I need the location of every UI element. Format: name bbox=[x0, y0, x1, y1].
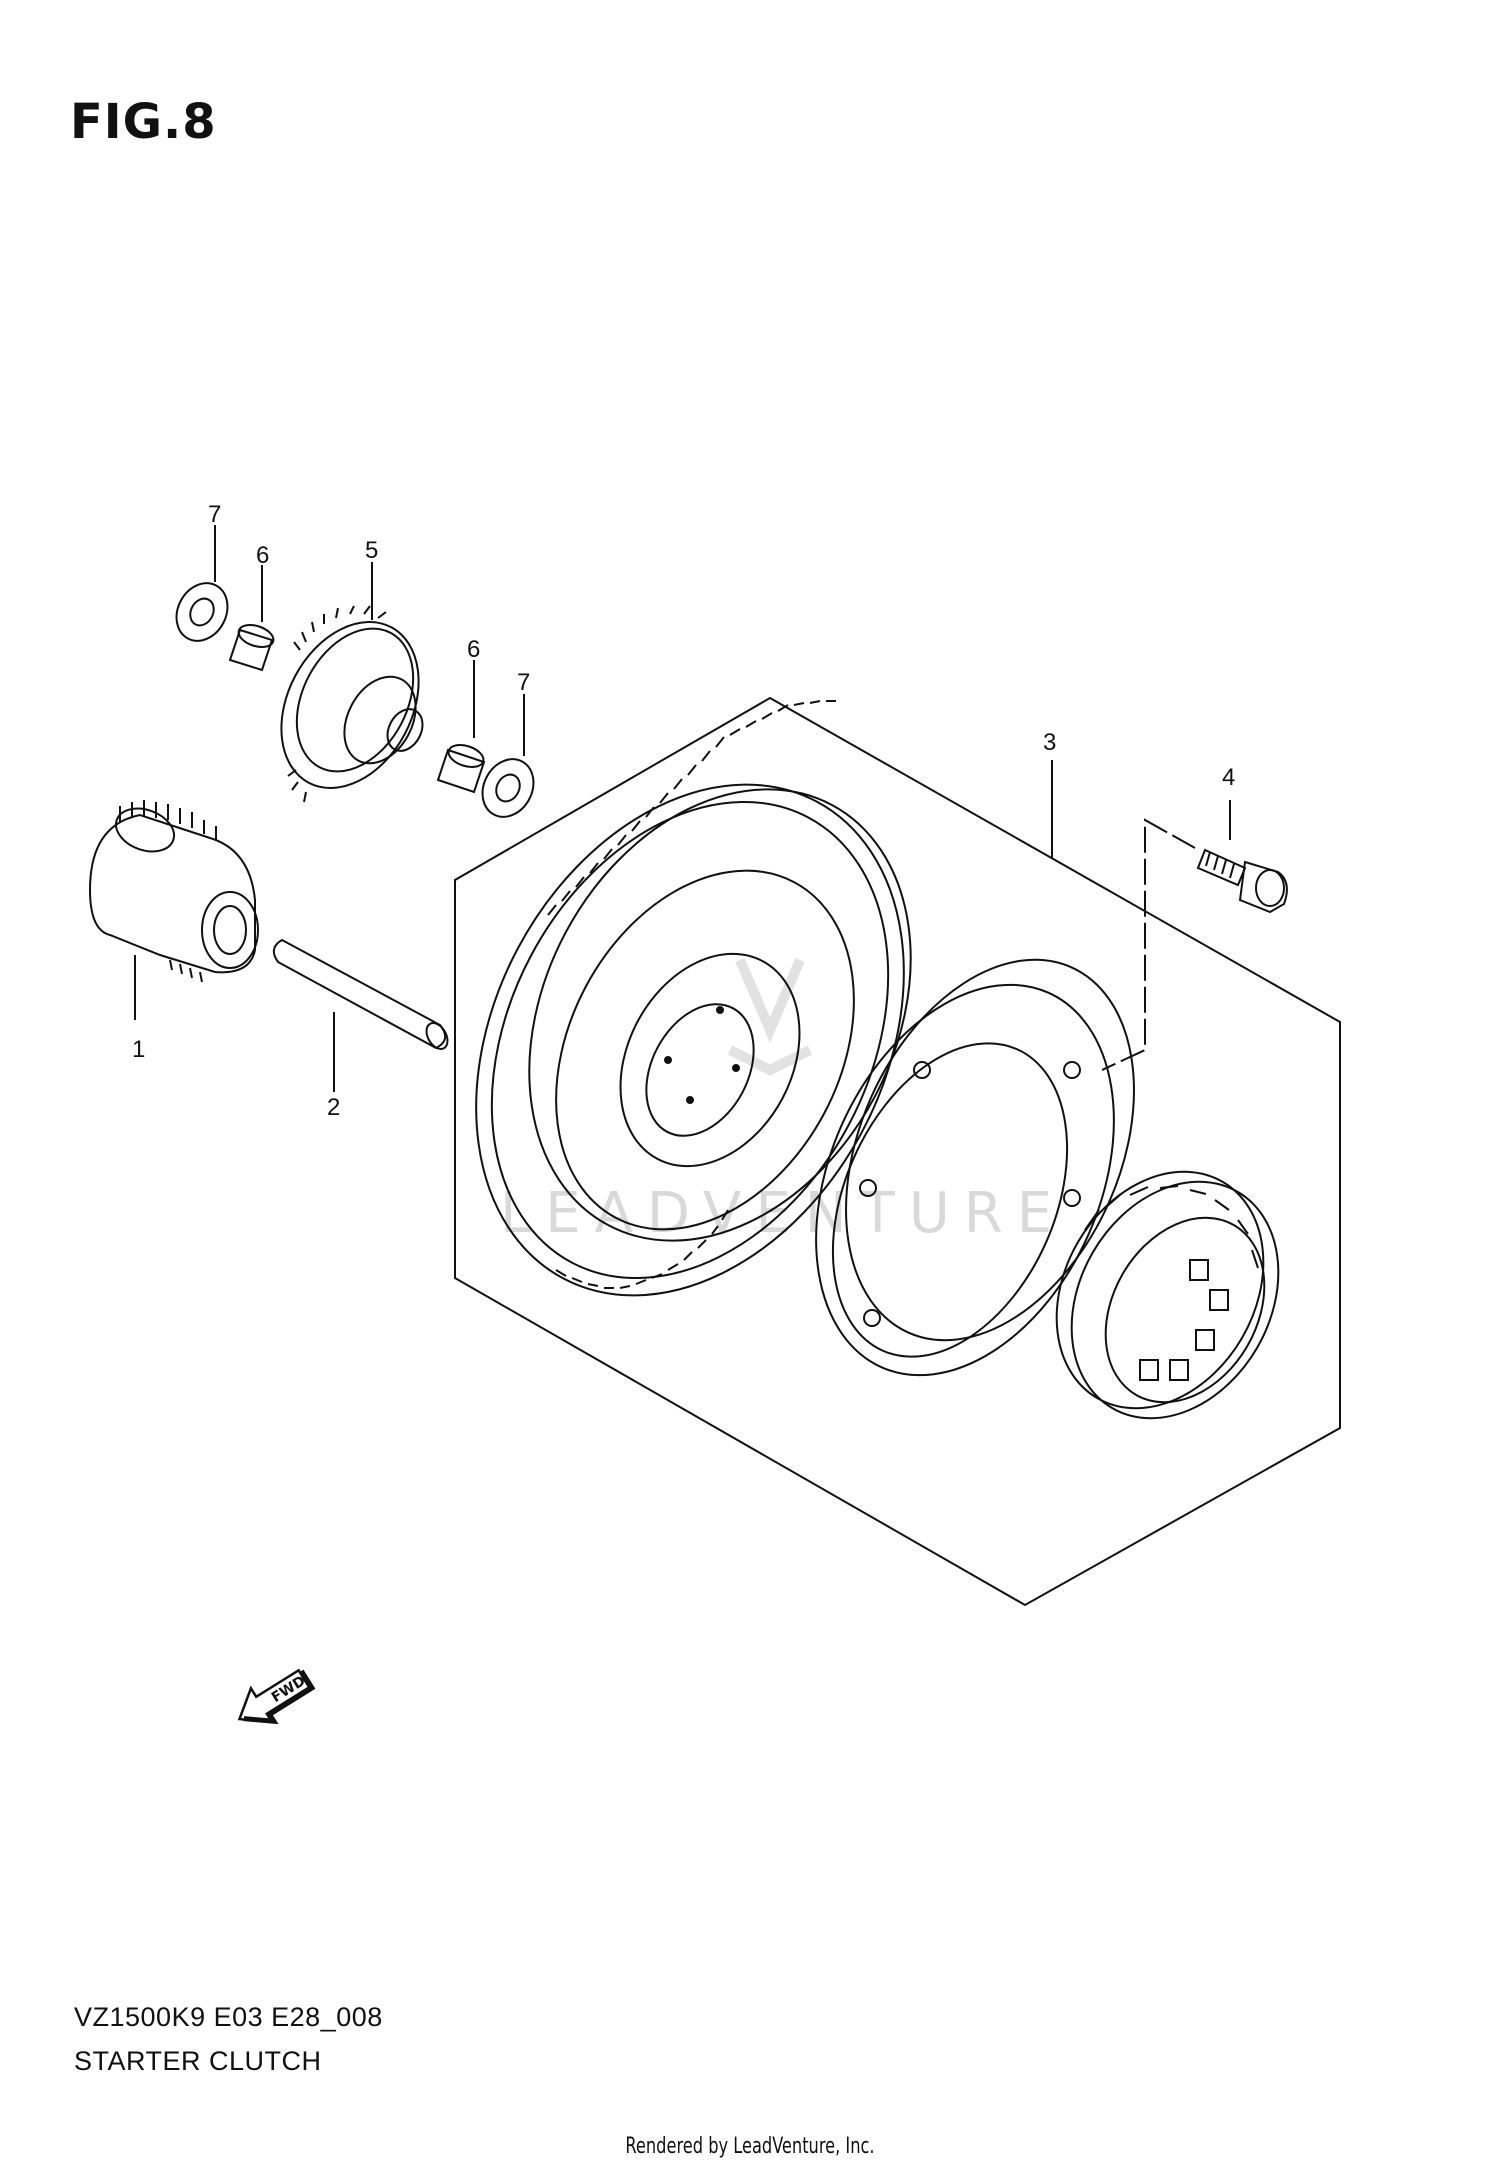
assembly-outline bbox=[454, 696, 1341, 1607]
section-title: STARTER CLUTCH bbox=[74, 2046, 322, 2076]
callout-part-6b: 6 bbox=[467, 636, 480, 663]
render-credit: Rendered by LeadVenture, Inc. bbox=[625, 2134, 875, 2159]
clutch-housing bbox=[815, 958, 1135, 1377]
starter-driven-gear bbox=[475, 700, 912, 1297]
clutch-bolt bbox=[1196, 848, 1288, 914]
callout-part-3: 3 bbox=[1043, 729, 1056, 756]
figure-title: FIG.8 bbox=[70, 94, 217, 150]
washer-lower bbox=[481, 758, 535, 818]
starter-idle-gear bbox=[88, 800, 259, 983]
bushing-upper bbox=[228, 623, 275, 672]
washer-upper bbox=[175, 582, 229, 642]
watermark: LEADVENTURE bbox=[500, 958, 1066, 1246]
fwd-arrow-icon: FWD bbox=[237, 1668, 316, 1725]
callout-part-7a: 7 bbox=[208, 501, 221, 528]
model-code: VZ1500K9 E03 E28_008 bbox=[74, 2002, 383, 2032]
callout-part-4: 4 bbox=[1222, 764, 1235, 791]
bushing-lower bbox=[436, 743, 486, 794]
callout-part-7b: 7 bbox=[517, 669, 530, 696]
leader-bolt-dashed bbox=[1101, 818, 1196, 1071]
callout-part-5: 5 bbox=[365, 537, 378, 564]
starter-reduction-gear bbox=[280, 605, 424, 803]
watermark-text: LEADVENTURE bbox=[500, 1181, 1066, 1246]
idle-gear-shaft bbox=[272, 938, 449, 1050]
callout-part-6a: 6 bbox=[256, 542, 269, 569]
callout-part-2: 2 bbox=[327, 1094, 340, 1121]
one-way-clutch bbox=[1055, 1170, 1280, 1420]
callout-part-1: 1 bbox=[132, 1036, 145, 1063]
